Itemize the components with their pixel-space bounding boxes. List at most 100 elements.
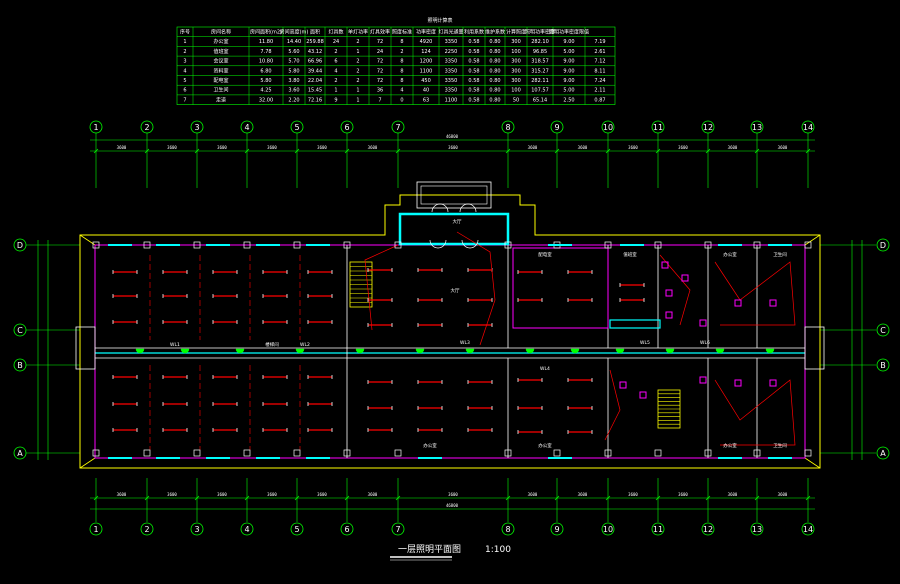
table-cell: 36 xyxy=(377,88,383,94)
room-label-duty: 值班室 xyxy=(623,251,637,258)
structural-column xyxy=(343,449,351,457)
table-cell: 3 xyxy=(183,59,186,65)
axis-label-top: 7 xyxy=(395,123,400,132)
table-cell: 5.70 xyxy=(288,59,299,65)
corner-left-bottom xyxy=(79,457,96,469)
wc-fixture xyxy=(734,299,742,307)
table-cell: 65.14 xyxy=(533,97,547,103)
entrance-canopy xyxy=(416,181,492,209)
axis-bubble-bottom xyxy=(801,522,815,536)
segment-dim-bottom: 3600 xyxy=(778,492,788,497)
table-cell: 7.19 xyxy=(594,39,605,45)
axis-bubble-top xyxy=(701,120,715,134)
circuit-label-4: WL4 xyxy=(540,366,550,372)
corridor-light xyxy=(180,348,190,354)
structural-column xyxy=(243,449,251,457)
table-cell: 259.88 xyxy=(306,39,324,45)
table-cell: 22.04 xyxy=(308,78,322,84)
table-cell: 24 xyxy=(377,49,383,55)
table-cell: 1 xyxy=(356,97,359,103)
axis-bubble-top xyxy=(501,120,515,134)
table-cell: 2 xyxy=(334,78,337,84)
axis-bubble-bottom xyxy=(701,522,715,536)
door-swing xyxy=(431,203,449,213)
table-header-cell: 面积 xyxy=(310,29,320,36)
table-cell: 4920 xyxy=(420,39,433,45)
corner-left-top xyxy=(79,234,96,246)
table-cell: 2250 xyxy=(445,49,458,55)
axis-label-top: 1 xyxy=(93,123,98,132)
table-cell: 0.58 xyxy=(468,49,479,55)
segment-dim-top: 3600 xyxy=(217,145,227,150)
segment-dim-top: 3600 xyxy=(578,145,588,150)
wiring-diagonal xyxy=(659,254,691,326)
table-cell: 0.58 xyxy=(468,88,479,94)
segment-dim-top: 3600 xyxy=(528,145,538,150)
axis-label-top: 9 xyxy=(554,123,559,132)
wc-fixture xyxy=(639,391,647,399)
segment-dim-top: 3600 xyxy=(117,145,127,150)
table-cell: 1 xyxy=(356,88,359,94)
table-cell: 100 xyxy=(511,88,521,94)
table-cell: 值班室 xyxy=(213,48,228,55)
structural-column xyxy=(504,449,512,457)
east-entry xyxy=(804,326,825,370)
wiring-diagonal xyxy=(456,231,496,346)
wc-fixture xyxy=(665,289,673,297)
structural-column xyxy=(504,241,512,249)
table-cell: 0.80 xyxy=(489,59,500,65)
room-label-wc-se: 卫生间 xyxy=(773,442,787,449)
table-cell: 6 xyxy=(183,88,186,94)
wiring-diagonal xyxy=(714,261,796,326)
wc-fixture xyxy=(699,319,707,327)
room-label-wc-ne: 卫生间 xyxy=(773,251,787,258)
structural-column xyxy=(293,449,301,457)
wc-fixture xyxy=(619,381,627,389)
structural-column xyxy=(343,241,351,249)
table-cell: 72.16 xyxy=(308,97,322,103)
wc-fixture xyxy=(661,261,669,269)
corridor-light xyxy=(615,348,625,354)
axis-bubble-top xyxy=(550,120,564,134)
room-label-office-se: 办公室 xyxy=(723,442,737,449)
table-cell: 300 xyxy=(511,68,521,74)
office-room xyxy=(512,247,609,329)
structural-column xyxy=(143,241,151,249)
axis-bubble-right xyxy=(876,446,890,460)
axis-label-bottom: 12 xyxy=(703,525,713,534)
axis-bubble-right xyxy=(876,323,890,337)
table-cell: 5.00 xyxy=(563,88,574,94)
table-cell: 7.12 xyxy=(594,59,605,65)
axis-label-bottom: 1 xyxy=(93,525,98,534)
segment-dim-top: 3600 xyxy=(678,145,688,150)
axis-bubble-top xyxy=(601,120,615,134)
axis-bubble-top xyxy=(391,120,405,134)
table-cell: 450 xyxy=(421,78,431,84)
axis-bubble-bottom xyxy=(651,522,665,536)
axis-label-top: 8 xyxy=(505,123,510,132)
table-cell: 3350 xyxy=(445,78,458,84)
segment-dim-top: 3600 xyxy=(628,145,638,150)
segment-dim-bottom: 3600 xyxy=(217,492,227,497)
segment-dim-bottom: 3600 xyxy=(628,492,638,497)
vestibule xyxy=(398,212,510,246)
door-swing xyxy=(461,239,479,249)
segment-dim-top: 3600 xyxy=(368,145,378,150)
structural-column xyxy=(243,241,251,249)
axis-bubble-top xyxy=(190,120,204,134)
corridor-light xyxy=(415,348,425,354)
segment-dim-bottom: 3600 xyxy=(317,492,327,497)
table-cell: 2.50 xyxy=(563,97,574,103)
structural-column xyxy=(604,449,612,457)
axis-bubble-bottom xyxy=(89,522,103,536)
west-entry xyxy=(75,326,96,370)
axis-row-label-right: B xyxy=(880,361,886,370)
table-header-cell: 灯具数 xyxy=(328,29,343,36)
table-cell: 7.24 xyxy=(594,78,605,84)
table-cell: 282.10 xyxy=(531,39,549,45)
axis-bubble-top xyxy=(651,120,665,134)
segment-dim-bottom: 3600 xyxy=(678,492,688,497)
structural-column xyxy=(704,241,712,249)
table-cell: 卫生间 xyxy=(213,87,228,94)
table-cell: 7.78 xyxy=(260,49,271,55)
